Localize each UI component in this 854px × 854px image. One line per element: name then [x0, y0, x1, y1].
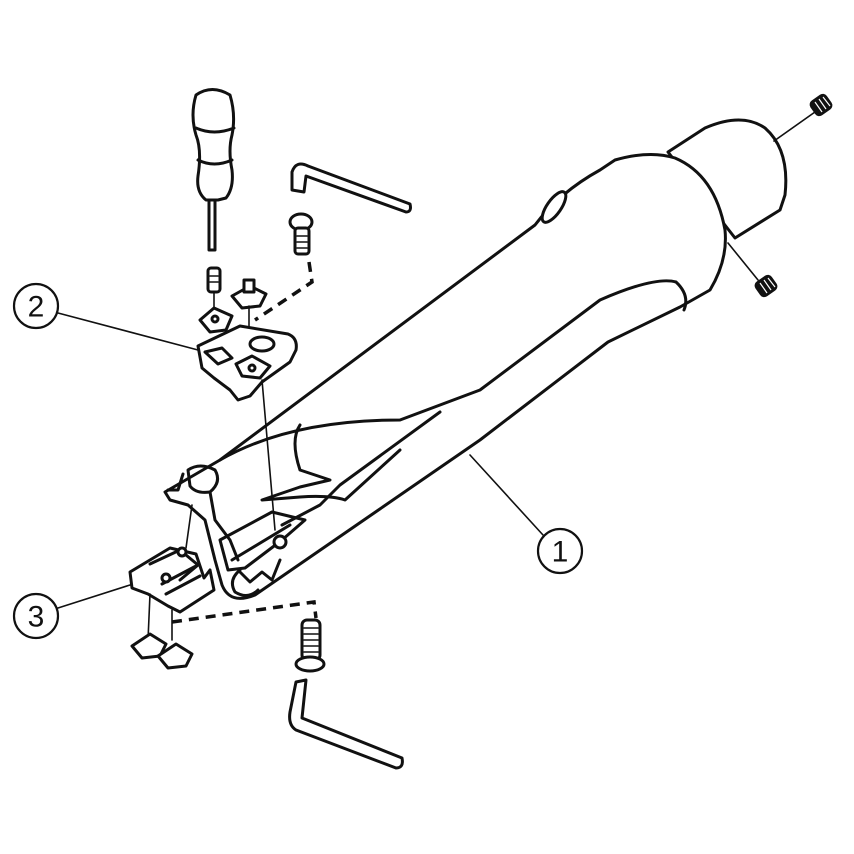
callout-3: 3	[12, 584, 131, 640]
svg-text:2: 2	[28, 291, 45, 324]
svg-text:1: 1	[552, 536, 569, 569]
drill-body	[163, 153, 727, 600]
clamp-screw-lower	[294, 618, 326, 673]
hex-key-upper	[290, 162, 412, 214]
clamp-screw-upper	[288, 212, 314, 256]
screwdriver	[191, 88, 236, 252]
peripheral-cartridge	[128, 504, 216, 641]
shim-washer-lower-left	[130, 632, 168, 660]
set-screw-top	[773, 93, 833, 142]
shank	[666, 118, 788, 240]
shim-washer-upper	[198, 278, 268, 334]
center-cartridge	[196, 324, 298, 531]
assembly-path-lower	[171, 600, 318, 624]
hex-key-lower	[288, 678, 404, 770]
shim-washer-lower-right	[156, 642, 194, 670]
set-screw-bottom	[727, 242, 778, 298]
svg-text:3: 3	[28, 601, 45, 634]
cartridge-screw	[206, 266, 222, 311]
callout-1: 1	[469, 454, 584, 575]
assembly-path-upper	[254, 261, 314, 322]
callout-2: 2	[12, 282, 199, 351]
